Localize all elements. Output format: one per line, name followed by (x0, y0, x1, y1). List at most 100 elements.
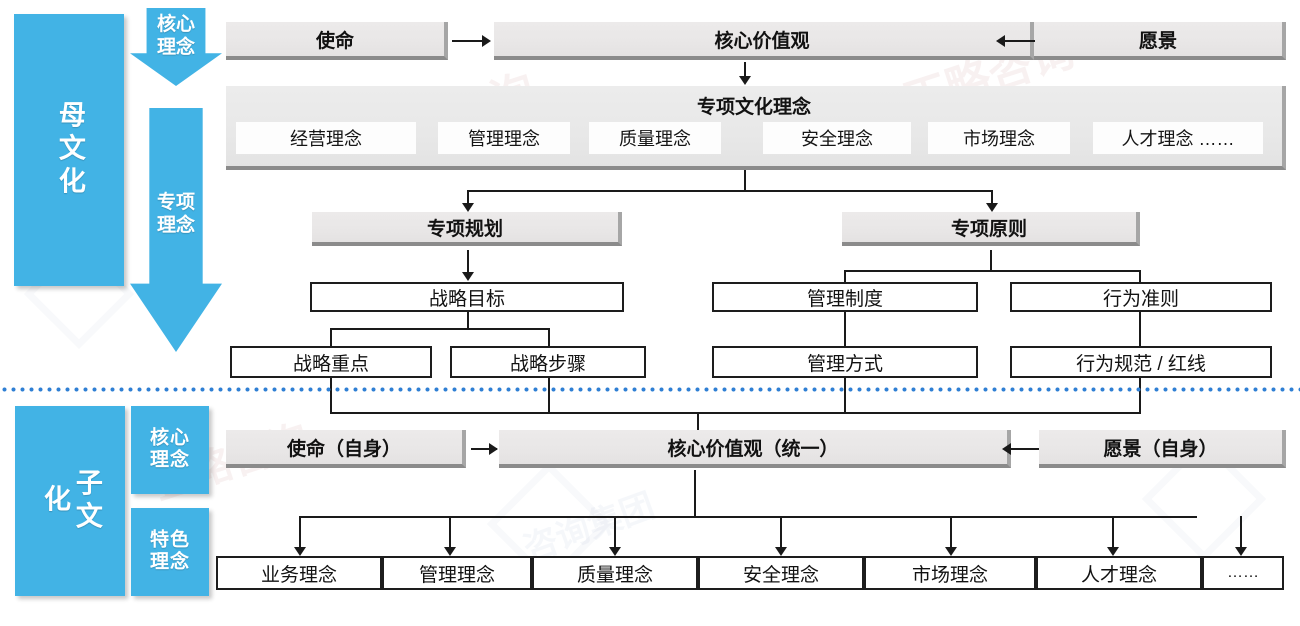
special-planning-label: 专项规划 (426, 218, 503, 240)
connector-merge-bar (330, 412, 1141, 414)
special-concept-arrow-line1: 专项 (156, 192, 195, 213)
child-concept-box[interactable]: …… (1202, 556, 1284, 590)
special-principle-box[interactable]: 专项原则 (842, 212, 1140, 246)
management-mode-box[interactable]: 管理方式 (712, 346, 978, 378)
child-culture-banner: 子文化 (15, 406, 125, 596)
connector-child-leaf (950, 516, 952, 550)
child-concept-label: …… (1227, 564, 1259, 581)
management-mode-label: 管理方式 (806, 353, 883, 375)
arrowhead-planning-to-goal (462, 272, 474, 281)
parent-culture-label: 母文化 (54, 100, 85, 200)
parent-vision-box[interactable]: 愿景 (1034, 22, 1286, 60)
connector-child-vision-to-core (1011, 448, 1039, 450)
child-concept-label: 管理理念 (418, 564, 495, 586)
special-culture-chip[interactable]: 质量理念 (589, 122, 721, 154)
connector-goal-to-steps (548, 328, 550, 348)
connector-principle-down (990, 250, 992, 272)
child-concept-box[interactable]: 安全理念 (698, 556, 864, 590)
core-concept-arrow: 核心 理念 (130, 8, 222, 86)
connector-child-leaf (449, 516, 451, 550)
arrowhead-child-leaf (294, 547, 306, 556)
parent-culture-banner: 母文化 (14, 14, 124, 286)
special-culture-chip[interactable]: 市场理念 (928, 122, 1070, 154)
chip-label: 质量理念 (619, 129, 691, 149)
child-concept-label: 人才理念 (1080, 564, 1157, 586)
connector-child-leaf (780, 516, 782, 550)
child-concept-box[interactable]: 质量理念 (532, 556, 698, 590)
special-planning-box[interactable]: 专项规划 (312, 212, 622, 246)
arrowhead-child-leaf (1107, 547, 1119, 556)
special-culture-chip[interactable]: 人才理念 …… (1093, 122, 1263, 154)
strategy-focus-label: 战略重点 (292, 353, 369, 375)
child-concept-box[interactable]: 管理理念 (382, 556, 532, 590)
arrowhead-vision-to-core (996, 35, 1005, 47)
section-divider (0, 387, 1300, 392)
connector-core-to-special (744, 62, 746, 80)
arrowhead-child-leaf (945, 547, 957, 556)
special-culture-chip[interactable]: 安全理念 (763, 122, 911, 154)
chip-label: 经营理念 (290, 129, 362, 149)
strategy-goal-box[interactable]: 战略目标 (310, 282, 624, 312)
connector-goal-split (330, 328, 550, 330)
management-system-box[interactable]: 管理制度 (712, 282, 978, 312)
arrowhead-to-left-branch (462, 203, 474, 212)
management-system-label: 管理制度 (806, 288, 883, 310)
child-core-concept-tag: 核心 理念 (131, 406, 209, 494)
connector-band-split (467, 190, 993, 192)
chip-label: 管理理念 (468, 129, 540, 149)
strategy-goal-label: 战略目标 (428, 288, 505, 310)
child-concept-label: 业务理念 (260, 564, 337, 586)
child-concept-box[interactable]: 市场理念 (864, 556, 1036, 590)
child-core-concept-line1: 核心 (149, 427, 190, 449)
connector-goal-down (467, 312, 469, 330)
arrowhead-child-leaf (1235, 547, 1247, 556)
strategy-steps-box[interactable]: 战略步骤 (450, 346, 646, 378)
connector-to-right-branch (991, 190, 993, 206)
special-culture-chip[interactable]: 经营理念 (236, 122, 416, 154)
parent-mission-label: 使命 (315, 30, 354, 52)
child-core-concept-line2: 理念 (149, 450, 190, 471)
child-concept-label: 质量理念 (576, 564, 653, 586)
connector-steps-down (548, 378, 550, 414)
connector-child-leaf (1112, 516, 1114, 550)
child-core-values-box[interactable]: 核心价值观（统一） (499, 430, 1011, 468)
arrowhead-child-leaf (609, 547, 621, 556)
child-feature-concept-line1: 特色 (149, 529, 190, 551)
child-concept-box[interactable]: 业务理念 (216, 556, 382, 590)
arrowhead-child-vision-to-core (1002, 443, 1011, 455)
behavior-code-box[interactable]: 行为准则 (1010, 282, 1272, 312)
connector-child-core-down (694, 470, 696, 518)
child-vision-box[interactable]: 愿景（自身） (1039, 430, 1286, 468)
connector-principle-split (844, 270, 1140, 272)
connector-child-leaf (299, 516, 301, 550)
core-concept-arrow-line1: 核心 (156, 14, 195, 35)
strategy-focus-box[interactable]: 战略重点 (230, 346, 432, 378)
strategy-steps-label: 战略步骤 (509, 353, 586, 375)
connector-code-to-norm (1139, 312, 1141, 346)
parent-vision-label: 愿景 (1138, 30, 1177, 52)
connector-principle-to-code (1139, 270, 1141, 284)
parent-core-values-label: 核心价值观 (714, 30, 810, 52)
connector-child-leaf (614, 516, 616, 550)
connector-vision-to-core (1005, 40, 1035, 42)
special-concept-arrow: 专项 理念 (130, 108, 222, 352)
parent-mission-box[interactable]: 使命 (226, 22, 448, 60)
connector-mode-down (844, 378, 846, 414)
core-concept-arrow-line2: 理念 (156, 37, 195, 58)
special-culture-chip[interactable]: 管理理念 (438, 122, 570, 154)
connector-mgmt-to-mode (844, 312, 846, 346)
chip-label: 市场理念 (963, 129, 1035, 149)
connector-norm-down (1139, 378, 1141, 414)
behavior-norm-box[interactable]: 行为规范 / 红线 (1010, 346, 1272, 378)
child-concept-box[interactable]: 人才理念 (1036, 556, 1202, 590)
chip-label: 人才理念 …… (1121, 129, 1235, 149)
arrowhead-to-right-branch (986, 203, 998, 212)
child-mission-box[interactable]: 使命（自身） (226, 430, 466, 468)
special-culture-title: 专项文化理念 (696, 97, 811, 118)
connector-planning-to-goal (467, 250, 469, 274)
child-concept-label: 安全理念 (742, 564, 819, 586)
parent-core-values-box[interactable]: 核心价值观 (494, 22, 1034, 60)
connector-to-left-branch (467, 190, 469, 206)
child-culture-label: 子文化 (40, 468, 102, 534)
